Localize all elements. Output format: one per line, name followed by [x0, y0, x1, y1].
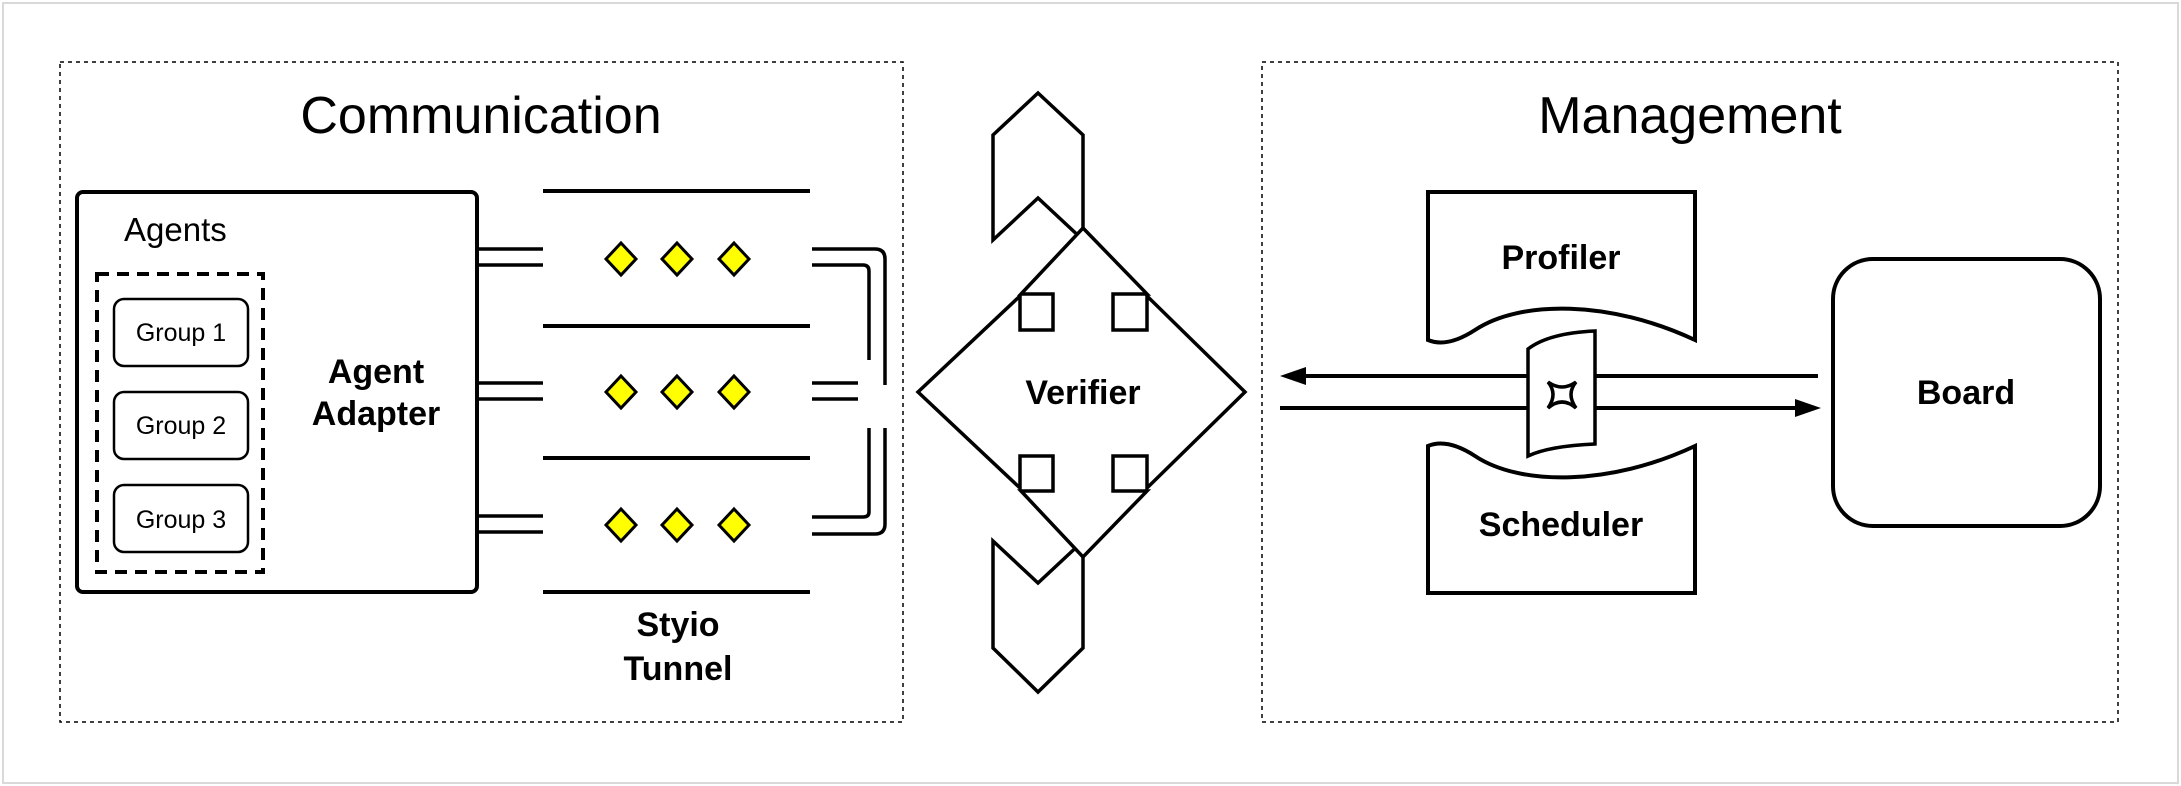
diamond-marker — [603, 240, 639, 278]
communication-panel-border — [59, 61, 904, 723]
group-1-label: Group 1 — [136, 319, 226, 347]
profiler-box — [1426, 190, 1697, 345]
group-3-box — [112, 483, 250, 554]
management-panel: Management Profiler Scheduler Board — [1261, 61, 2119, 723]
arrowhead-left — [1280, 367, 1306, 385]
bottom-arrow-shape — [991, 536, 1085, 695]
arrowhead-right — [1795, 399, 1821, 417]
styio-tunnel-label-line2: Tunnel — [624, 650, 733, 688]
top-arrow-shape — [991, 90, 1085, 245]
diamond-marker — [716, 373, 752, 411]
diamond-marker — [659, 240, 695, 278]
diamond-marker — [716, 240, 752, 278]
styio-tunnel-label-line1: Styio — [636, 606, 719, 644]
verifier: Verifier — [915, 90, 1248, 695]
communication-title: Communication — [300, 87, 661, 145]
verifier-label: Verifier — [1025, 374, 1140, 412]
agents-group-box — [95, 272, 265, 574]
four-way-arrow-shape — [915, 225, 1248, 560]
agent-adapter-label-line2: Adapter — [312, 395, 440, 433]
board-label: Board — [1917, 374, 2015, 412]
group-3-label: Group 3 — [136, 506, 226, 534]
diamond-marker — [659, 506, 695, 544]
diamond-marker — [659, 373, 695, 411]
scheduler-box — [1426, 441, 1697, 595]
group-2-label: Group 2 — [136, 412, 226, 440]
scheduler-label: Scheduler — [1479, 506, 1643, 544]
adapter-tunnel-connectors — [477, 247, 543, 534]
tunnel-bracket — [812, 247, 887, 536]
group-2-box — [112, 390, 250, 461]
group-1-box — [112, 297, 250, 368]
diamond-marker — [603, 506, 639, 544]
styio-tunnel-lines — [543, 189, 810, 594]
four-point-star-icon — [1546, 380, 1578, 410]
management-title: Management — [1538, 87, 1842, 145]
tunnel-diamonds — [603, 240, 752, 544]
agents-label: Agents — [124, 211, 227, 248]
agent-adapter-label-line1: Agent — [328, 353, 424, 391]
board-box — [1831, 257, 2102, 528]
management-panel-border — [1261, 61, 2119, 723]
diamond-marker — [603, 373, 639, 411]
diamond-marker — [716, 506, 752, 544]
communication-panel: Communication Agents Group 1 Group 2 Gro… — [59, 61, 904, 723]
profiler-label: Profiler — [1501, 239, 1620, 277]
